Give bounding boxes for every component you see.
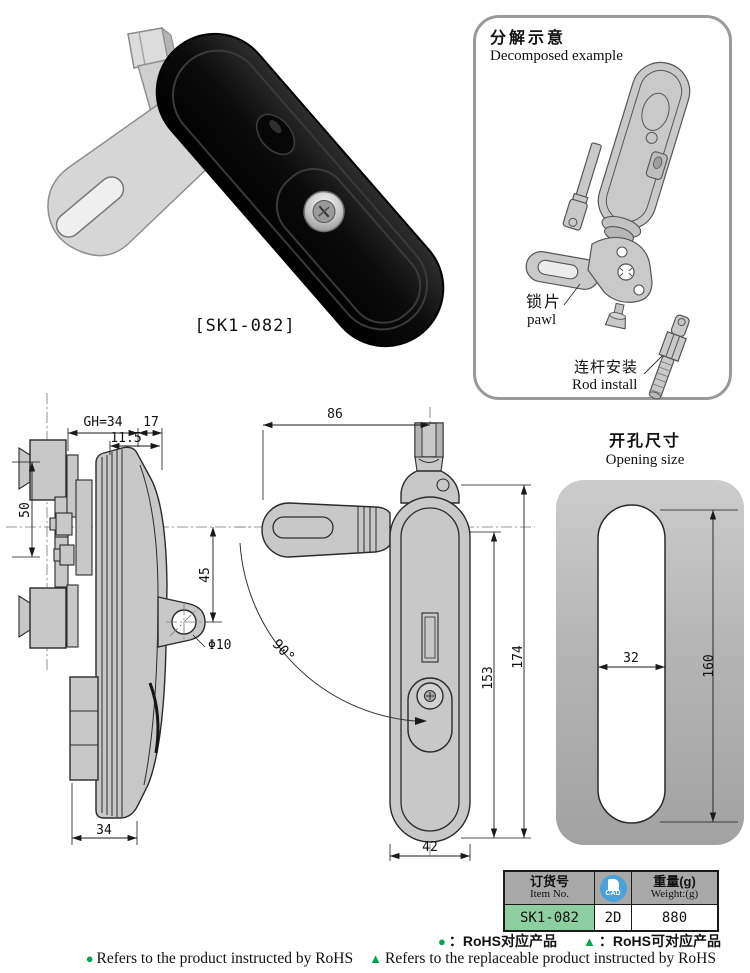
rod-label-en: Rod install [572,377,637,393]
front-body [389,496,471,843]
front-shaft [400,422,460,504]
rohs-triangle-icon: ▲ [583,933,596,949]
dim-11-5-label: 11.5 [110,431,141,446]
cad-page-icon [607,879,619,891]
rohs-legend-en-triangle: ▲ Refers to the replaceable product inst… [369,950,716,968]
dim-42-label: 42 [422,840,438,855]
decomposed-drawing: 锁片 pawl 连杆安装 Rod install [525,61,691,400]
side-dimensions: GH=34 17 11.5 50 45 Φ10 34 [12,415,231,845]
spec-table: 订货号 Item No. CAD 重量(g) Weight:(g) SK1-08… [503,870,719,932]
dim-153-label: 153 [481,666,496,689]
spec-header-weight: 重量(g) Weight:(g) [632,872,717,905]
pawl-label-en: pawl [527,312,556,328]
side-top-bracket [18,439,79,546]
dim-45-label: 45 [198,567,213,583]
spec-header-item-zh: 订货号 [529,873,569,889]
spec-item-no-cell: SK1-082 [505,905,595,930]
dim-174-label: 174 [511,645,526,669]
pawl-label-zh: 锁片 [526,293,562,311]
dim-17-label: 17 [143,415,159,430]
side-foot [69,676,99,781]
rohs-legend-zh-dot-label: ：RoHS对应产品 [448,933,557,949]
rod-label-zh: 连杆安装 [574,359,638,376]
rohs-legend-en: ● Refers to the product instructed by Ro… [86,950,716,968]
decomposed-title: 分解示意 Decomposed example [490,30,623,66]
spec-header-cad: CAD [595,872,632,905]
spec-header-weight-zh: 重量(g) [653,873,696,889]
side-view-drawing: GH=34 17 11.5 50 45 Φ10 34 [6,393,250,845]
opening-size-title-zh: 开孔尺寸 [608,433,681,450]
opening-size-title-en: Opening size [605,452,685,469]
dim-gh-label: GH=34 [83,415,122,430]
rohs-legend-zh-triangle: ▲ ：RoHS可对应产品 [583,931,721,951]
photo-pawl-bracket [47,94,217,257]
rohs-dot-icon-en: ● [85,951,94,966]
photo-button [255,113,296,156]
photo-handle-body [155,32,445,348]
rohs-legend-en-dot: ● Refers to the product instructed by Ro… [86,950,353,968]
cad-icon-text: CAD [605,890,621,897]
decomposed-title-en: Decomposed example [490,48,623,65]
rohs-legend-zh-dot: ● ：RoHS对应产品 [438,931,557,951]
dim-34-label: 34 [96,823,112,838]
decomposed-panel: 分解示意 Decomposed example [473,15,732,400]
photo-keyhole [303,190,345,233]
cad-icon: CAD [599,874,627,902]
dim-86-label: 86 [327,407,343,422]
spec-header-weight-en: Weight:(g) [650,887,699,900]
rohs-triangle-icon-en: ▲ [369,951,382,966]
front-dimensions: 86 153 174 42 [262,407,531,861]
rohs-legend-en-dot-label: Refers to the product instructed by RoHS [96,950,354,967]
rohs-legend-zh: ● ：RoHS对应产品 ▲ ：RoHS可对应产品 [438,931,721,951]
opening-dimensions: 32 160 [597,509,738,823]
front-handle-arm [261,502,391,558]
decomposed-pawl-drawing [525,236,653,303]
decomposed-rod-drawing [562,142,602,231]
opening-panel-drawing: 32 160 [556,480,744,845]
front-view-drawing: 90° 86 153 174 42 [235,407,535,861]
spec-header-item: 订货号 Item No. [505,872,595,905]
rohs-legend-en-triangle-label: Refers to the replaceable product instru… [385,950,716,967]
side-lug [157,596,206,648]
opening-dim-width-label: 32 [623,651,639,666]
product-photo [47,26,445,348]
rohs-dot-icon: ● [438,933,446,949]
decomposed-body-drawing [597,61,691,244]
decomposed-screw-drawing [604,302,626,330]
spec-weight-cell: 880 [632,905,717,930]
spec-header-item-en: Item No. [529,887,570,900]
side-body [75,446,168,819]
rohs-legend-zh-triangle-label: ：RoHS可对应产品 [598,933,721,949]
decomposed-title-zh: 分解示意 [490,30,567,47]
side-bolt-lower [59,544,75,566]
product-code-caption: [SK1-082] [194,316,296,336]
decomposed-rod-install-drawing [648,314,690,400]
opening-dim-height-label: 160 [702,654,717,677]
dim-dia-label: Φ10 [208,638,231,653]
opening-size-title: 开孔尺寸 Opening size [540,432,750,469]
spec-cad-cell: 2D [595,905,632,930]
side-clip [148,682,160,754]
side-bolt-upper [55,512,73,536]
dim-50-label: 50 [18,502,33,518]
dim-90-label: 90° [269,636,298,665]
